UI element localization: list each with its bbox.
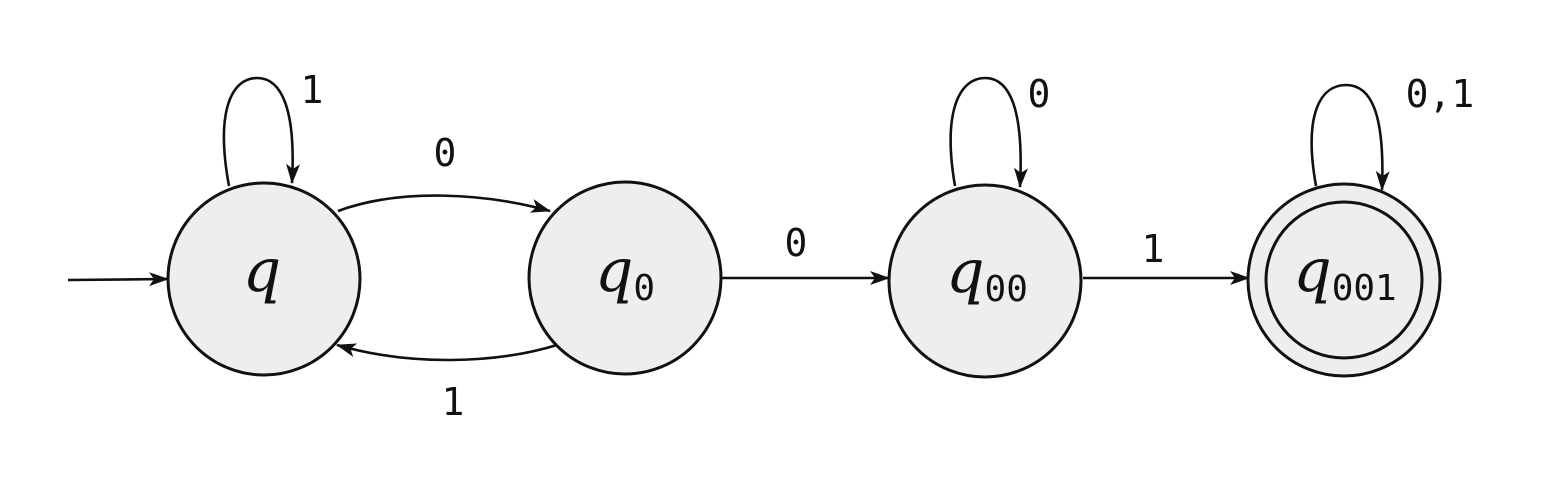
state-q0-symbol: q xyxy=(595,236,633,306)
edge-q00-q00-loop xyxy=(949,76,1028,188)
edge-labels: 1 0 1 0 0 1 0,1 xyxy=(301,68,1475,424)
label-q001-q001-loop: 0,1 xyxy=(1406,72,1475,116)
state-q001: q001 xyxy=(1246,182,1442,378)
state-q0: q0 xyxy=(527,180,723,376)
svg-text:q00: q00 xyxy=(946,237,1028,310)
state-q: q xyxy=(166,181,362,377)
state-q0-subscript: 0 xyxy=(633,268,655,309)
state-q00-circle xyxy=(887,183,1083,379)
label-q00-q00-loop: 0 xyxy=(1028,72,1051,116)
state-q00-subscript: 00 xyxy=(985,269,1028,310)
state-q001-symbol: q xyxy=(1293,236,1331,306)
state-q0-circle xyxy=(527,180,723,376)
state-q00-symbol: q xyxy=(946,237,984,307)
state-q001-outer-circle xyxy=(1246,182,1442,378)
edge-q-q0 xyxy=(337,194,551,213)
state-q-circle xyxy=(166,181,362,377)
label-q0-q: 1 xyxy=(442,380,465,424)
state-q00: q00 xyxy=(887,183,1083,379)
initial-arrow xyxy=(67,272,169,287)
state-q001-subscript: 001 xyxy=(1332,268,1397,309)
state-q-symbol: q xyxy=(243,236,281,306)
label-q0-q00: 0 xyxy=(785,221,808,265)
state-q001-inner-circle xyxy=(1264,200,1424,360)
label-q-q-loop: 1 xyxy=(301,68,324,112)
edge-q-q-loop xyxy=(222,76,301,187)
label-q-q0: 0 xyxy=(434,131,457,175)
transitions xyxy=(67,76,1390,362)
edge-q0-q xyxy=(336,343,558,362)
svg-text:q: q xyxy=(243,236,281,306)
svg-text:q001: q001 xyxy=(1293,236,1396,309)
label-q00-q001: 1 xyxy=(1142,227,1165,271)
svg-text:q0: q0 xyxy=(595,236,655,309)
edge-q001-q001-loop xyxy=(1310,83,1390,191)
